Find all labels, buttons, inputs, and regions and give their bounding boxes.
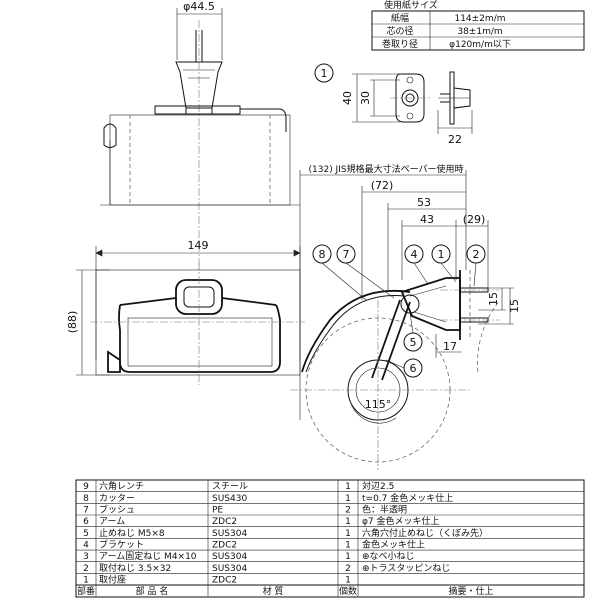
- parts-cell-name: 六角レンチ: [99, 480, 144, 492]
- parts-cell-no: 5: [83, 529, 89, 539]
- parts-cell-qty: 2: [345, 564, 351, 574]
- callout-1: 1: [321, 67, 328, 80]
- parts-cell-qty: 1: [345, 517, 351, 527]
- parts-rows: 9 六角レンチ スチール 1 対辺2.5 8 カッター SUS430 1 t=0.7 金色メッキ仕…: [76, 480, 584, 586]
- parts-cell-material: SUS304: [212, 529, 247, 539]
- dim-43: 43: [420, 213, 434, 226]
- parts-cell-qty: 1: [345, 494, 351, 504]
- header-qty: 個数: [339, 585, 357, 597]
- paper-spec-table: 使用紙サイズ 紙幅 114±2m/m 芯の径 38±1m/m 巻取り径 φ120…: [371, 0, 585, 51]
- parts-cell-qty: 1: [345, 541, 351, 551]
- dim-side-30: 30: [359, 91, 372, 105]
- parts-cell-note: φ7 金色メッキ仕上: [362, 515, 440, 527]
- parts-cell-material: スチール: [212, 481, 248, 492]
- parts-cell-material: ZDC2: [212, 517, 237, 527]
- dim-132: (132) JIS規格最大寸法ペーパー使用時: [309, 163, 464, 175]
- parts-cell-no: 2: [83, 564, 89, 574]
- parts-cell-material: SUS304: [212, 564, 247, 574]
- parts-cell-name: 止めねじ M5×8: [99, 527, 165, 539]
- parts-cell-note: 対辺2.5: [362, 480, 394, 492]
- header-material: 材 質: [263, 585, 284, 597]
- parts-cell-material: ZDC2: [212, 576, 237, 586]
- side-detail-view: 1 40 30 22: [314, 63, 473, 146]
- parts-table: 9 六角レンチ スチール 1 対辺2.5 8 カッター SUS430 1 t=0.7 金色メッキ仕…: [75, 479, 585, 598]
- spec-value-2: φ120m/m以下: [449, 40, 511, 50]
- callout-4: 4: [411, 248, 418, 261]
- dim-17: 17: [443, 340, 457, 353]
- spec-value-0: 114±2m/m: [454, 14, 505, 24]
- header-note: 摘要・仕上: [448, 585, 493, 597]
- parts-cell-material: ZDC2: [212, 541, 237, 551]
- parts-cell-name: ブッシュ: [99, 504, 135, 516]
- parts-cell-note: 金色メッキ仕上: [362, 539, 425, 551]
- parts-cell-no: 4: [83, 541, 89, 551]
- spec-value-1: 38±1m/m: [457, 27, 502, 37]
- paper-spec-title: 使用紙サイズ: [384, 0, 438, 11]
- callout-5: 5: [410, 336, 417, 349]
- parts-cell-note: 色：半透明: [362, 504, 407, 516]
- parts-cell-no: 3: [83, 552, 89, 562]
- spec-label-1: 芯の径: [386, 25, 413, 37]
- dim-side-22: 22: [448, 133, 462, 146]
- parts-cell-name: アーム固定ねじ M4×10: [99, 550, 197, 562]
- parts-cell-name: アーム: [99, 516, 125, 527]
- parts-cell-qty: 1: [345, 576, 351, 586]
- parts-cell-name: 取付ねじ 3.5×32: [99, 563, 171, 574]
- callout-2: 2: [473, 248, 480, 261]
- parts-cell-name: 取付座: [99, 574, 126, 586]
- parts-cell-name: カッター: [99, 493, 135, 504]
- parts-cell-material: PE: [212, 506, 223, 516]
- parts-cell-material: SUS304: [212, 552, 247, 562]
- parts-cell-note: ⊕なべ小ねじ: [362, 551, 415, 562]
- dim-72: (72): [371, 179, 394, 192]
- dim-side-40: 40: [341, 91, 354, 105]
- parts-cell-note: ⊕トラスタッピンねじ: [362, 563, 450, 574]
- dim-width-149: 149: [188, 239, 209, 252]
- parts-cell-name: ブラケット: [99, 539, 144, 551]
- parts-cell-qty: 1: [345, 552, 351, 562]
- section-view: (132) JIS規格最大寸法ペーパー使用時 (72) 53 43 (29) 1…: [290, 163, 521, 470]
- spec-label-0: 紙幅: [391, 12, 409, 24]
- dim-15a: 15: [487, 292, 500, 306]
- dim-29: (29): [463, 213, 486, 226]
- parts-cell-no: 6: [83, 517, 89, 527]
- dim-53: 53: [417, 196, 431, 209]
- parts-cell-no: 1: [83, 576, 89, 586]
- header-no: 部番: [77, 585, 95, 597]
- parts-cell-no: 8: [83, 494, 89, 504]
- callout-1b: 1: [438, 248, 445, 261]
- dim-top-diameter: φ44.5: [183, 0, 215, 13]
- header-name: 部 品 名: [136, 585, 169, 597]
- parts-cell-qty: 2: [345, 506, 351, 516]
- dim-angle: 115°: [365, 398, 392, 411]
- parts-cell-qty: 1: [345, 482, 351, 492]
- spec-label-2: 巻取り径: [382, 38, 418, 50]
- dim-15b: 15: [508, 299, 521, 313]
- parts-cell-material: SUS430: [212, 494, 247, 504]
- parts-cell-note: t=0.7 金色メッキ仕上: [362, 492, 453, 504]
- top-view: φ44.5: [100, 0, 300, 270]
- callout-6: 6: [410, 362, 417, 375]
- parts-cell-note: 六角穴付止めねじ（くぼみ先）: [362, 527, 488, 539]
- front-view: 149 (88): [66, 239, 305, 385]
- dim-height-88: (88): [66, 311, 79, 334]
- callout-8: 8: [319, 248, 326, 261]
- parts-cell-no: 9: [83, 482, 89, 492]
- callout-7: 7: [343, 248, 350, 261]
- parts-cell-qty: 1: [345, 529, 351, 539]
- parts-cell-no: 7: [83, 506, 89, 516]
